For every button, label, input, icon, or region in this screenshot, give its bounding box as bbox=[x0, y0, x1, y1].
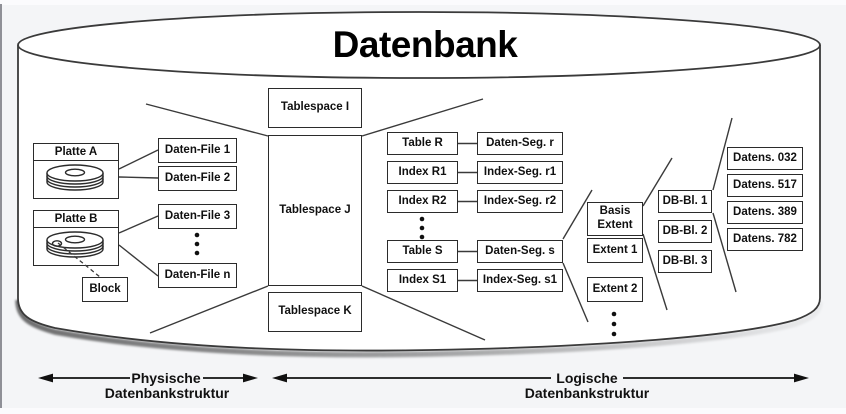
diagram-title: Datenbank bbox=[332, 24, 518, 65]
daten-seg-s-box: Daten-Seg. s bbox=[477, 240, 563, 263]
platte-a-label: Platte A bbox=[34, 144, 118, 161]
db-block-1-box: DB-Bl. 1 bbox=[658, 190, 712, 213]
block-box: Block bbox=[82, 277, 128, 302]
extent-2-box: Extent 2 bbox=[587, 277, 643, 302]
physical-structure-label-line1: Physische bbox=[131, 370, 201, 386]
physical-structure-label-line2: Datenbankstruktur bbox=[104, 385, 230, 401]
extent-1-box: Extent 1 bbox=[587, 238, 643, 263]
index-r1-box: Index R1 bbox=[387, 161, 458, 184]
window-left-edge bbox=[0, 4, 2, 408]
data-file-1-box: Daten-File 1 bbox=[158, 138, 237, 163]
record-032-box: Datens. 032 bbox=[727, 147, 803, 170]
cylinder-bottom-shadow bbox=[15, 299, 823, 358]
index-seg-r1-box: Index-Seg. r1 bbox=[477, 161, 563, 184]
ellipsis-indexes-icon bbox=[419, 216, 425, 240]
table-r-box: Table R bbox=[387, 132, 458, 155]
index-seg-r2-box: Index-Seg. r2 bbox=[477, 190, 563, 213]
table-s-box: Table S bbox=[387, 240, 458, 263]
platte-b-label: Platte B bbox=[34, 211, 118, 228]
index-s1-box: Index S1 bbox=[387, 269, 458, 292]
record-782-box: Datens. 782 bbox=[727, 228, 803, 251]
data-file-2-box: Daten-File 2 bbox=[158, 166, 237, 191]
data-file-n-box: Daten-File n bbox=[158, 263, 237, 288]
disk-file-connectors bbox=[118, 149, 159, 277]
index-seg-s1-box: Index-Seg. s1 bbox=[477, 269, 563, 292]
tablespace-k-box: Tablespace K bbox=[268, 292, 362, 332]
table-segment-connectors bbox=[458, 142, 477, 282]
page-margin-top bbox=[0, 0, 846, 5]
disk-icon bbox=[46, 231, 104, 258]
record-389-box: Datens. 389 bbox=[727, 201, 803, 224]
disk-platte-b: Platte B bbox=[33, 210, 119, 266]
db-block-2-box: DB-Bl. 2 bbox=[658, 220, 712, 243]
disk-icon bbox=[46, 164, 104, 191]
db-block-3-box: DB-Bl. 3 bbox=[658, 250, 712, 273]
daten-seg-r-box: Daten-Seg. r bbox=[477, 132, 563, 155]
record-517-box: Datens. 517 bbox=[727, 174, 803, 197]
basis-extent-box: Basis Extent bbox=[587, 202, 643, 236]
logical-structure-label-line2: Datenbankstruktur bbox=[524, 385, 650, 401]
tablespace-i-box: Tablespace I bbox=[268, 88, 362, 128]
index-r2-box: Index R2 bbox=[387, 190, 458, 213]
tablespace-j-box: Tablespace J bbox=[268, 135, 362, 286]
ellipsis-extents-icon bbox=[611, 311, 617, 337]
data-file-3-box: Daten-File 3 bbox=[158, 204, 237, 229]
ellipsis-data-files-icon bbox=[194, 232, 200, 256]
disk-platte-a: Platte A bbox=[33, 143, 119, 199]
logical-structure-label-line1: Logische bbox=[556, 370, 618, 386]
page-margin-bottom bbox=[0, 408, 846, 414]
